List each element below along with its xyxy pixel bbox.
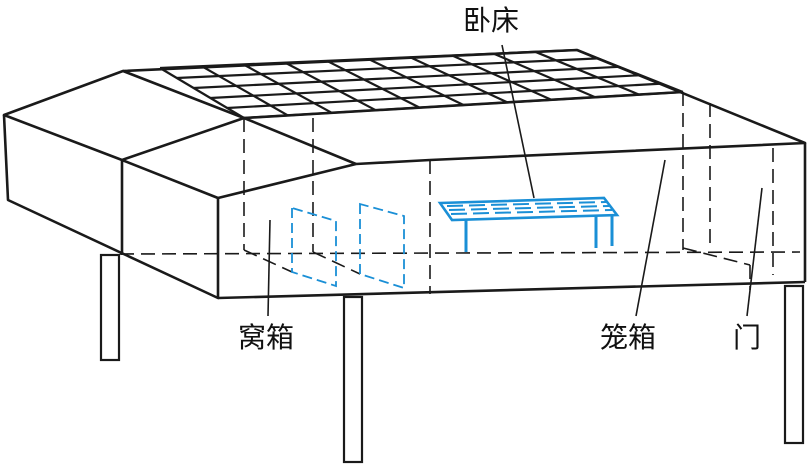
leg-right bbox=[783, 284, 805, 445]
roof-grid-line bbox=[201, 65, 289, 117]
roof-grid-line bbox=[159, 67, 245, 119]
leg-middle bbox=[342, 295, 364, 464]
leader-cage-box bbox=[635, 159, 666, 317]
roof-grid-line bbox=[451, 54, 552, 101]
roof-grid-line bbox=[284, 61, 377, 112]
label-nest-box: 窝箱 bbox=[238, 321, 294, 354]
roof-grid-line bbox=[493, 52, 596, 99]
leader-lines bbox=[267, 44, 763, 317]
roof-grid-line bbox=[576, 48, 684, 94]
partition-panel-1 bbox=[291, 206, 337, 288]
roof-grid-line bbox=[242, 63, 333, 114]
label-door: 门 bbox=[733, 321, 761, 354]
bed-frame bbox=[437, 196, 620, 252]
partition-panels bbox=[291, 202, 405, 290]
support-legs bbox=[99, 253, 805, 464]
hidden-edges bbox=[119, 92, 801, 294]
roof-grid-line bbox=[534, 50, 640, 96]
leader-door bbox=[746, 187, 763, 317]
nest-box-outline bbox=[2, 69, 246, 162]
roof-grid-line bbox=[326, 59, 421, 109]
leg-left bbox=[99, 253, 121, 362]
roof-grid-line bbox=[368, 58, 464, 106]
label-bed: 卧床 bbox=[463, 4, 519, 37]
roof-grid-line bbox=[409, 56, 508, 104]
label-cage-box: 笼箱 bbox=[600, 321, 656, 354]
roof-grid bbox=[159, 48, 684, 120]
partition-panel-2 bbox=[359, 202, 405, 290]
leader-nest-box bbox=[267, 219, 271, 317]
leader-bed bbox=[501, 44, 535, 199]
